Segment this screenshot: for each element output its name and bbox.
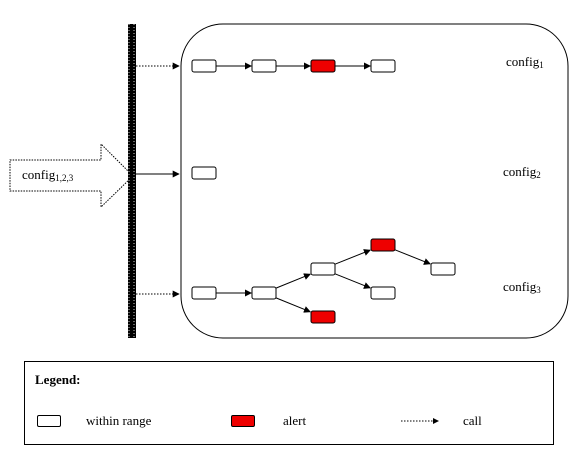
config3-label-text: config <box>503 279 537 294</box>
alert-node-c4 <box>370 238 396 252</box>
config2-label-sub: 2 <box>536 170 541 180</box>
legend-call-arrow <box>401 418 439 424</box>
input-config-label-sub: 1,2,3 <box>55 173 74 183</box>
config3-label: config3 <box>503 280 541 295</box>
normal-node-c3 <box>310 262 336 276</box>
config3-label-sub: 3 <box>536 285 541 295</box>
legend-normal-label: within range <box>86 413 152 428</box>
component-nodes <box>191 59 456 324</box>
alert-node-c7 <box>310 310 336 324</box>
normal-node-c2 <box>251 286 277 300</box>
call-edge-c4-c6 <box>394 249 431 265</box>
call-edge-c2-c3 <box>275 273 311 289</box>
call-edge-c2-c7 <box>275 297 311 313</box>
legend-box: Legend: within range alert call <box>24 361 554 445</box>
input-config-arrow <box>9 142 134 209</box>
legend-call-label: call <box>463 413 482 428</box>
normal-node-c6 <box>430 262 456 276</box>
config1-label-sub: 1 <box>539 60 544 70</box>
config1-label: config1 <box>506 55 544 70</box>
normal-node-c1 <box>191 286 217 300</box>
config1-label-text: config <box>506 54 540 69</box>
config2-label-text: config <box>503 164 537 179</box>
alert-node-a3 <box>310 59 336 73</box>
call-edge-c3-c4 <box>334 249 371 265</box>
normal-node-a4 <box>370 59 396 73</box>
call-edge-c3-c5 <box>334 273 371 289</box>
normal-node-b1 <box>191 166 217 180</box>
dispatch-bar <box>128 24 136 338</box>
normal-node-a2 <box>251 59 277 73</box>
legend-alert-label: alert <box>283 413 307 428</box>
config2-label: config2 <box>503 165 541 180</box>
input-config-label: config1,2,3 <box>22 168 73 183</box>
input-config-label-text: config <box>22 167 56 182</box>
normal-node-c5 <box>370 286 396 300</box>
legend-normal-swatch <box>37 415 61 427</box>
call-edges <box>216 62 431 313</box>
legend-title: Legend: <box>35 372 81 387</box>
config-container <box>180 23 569 339</box>
legend-alert-swatch <box>231 415 255 427</box>
normal-node-a1 <box>191 59 217 73</box>
